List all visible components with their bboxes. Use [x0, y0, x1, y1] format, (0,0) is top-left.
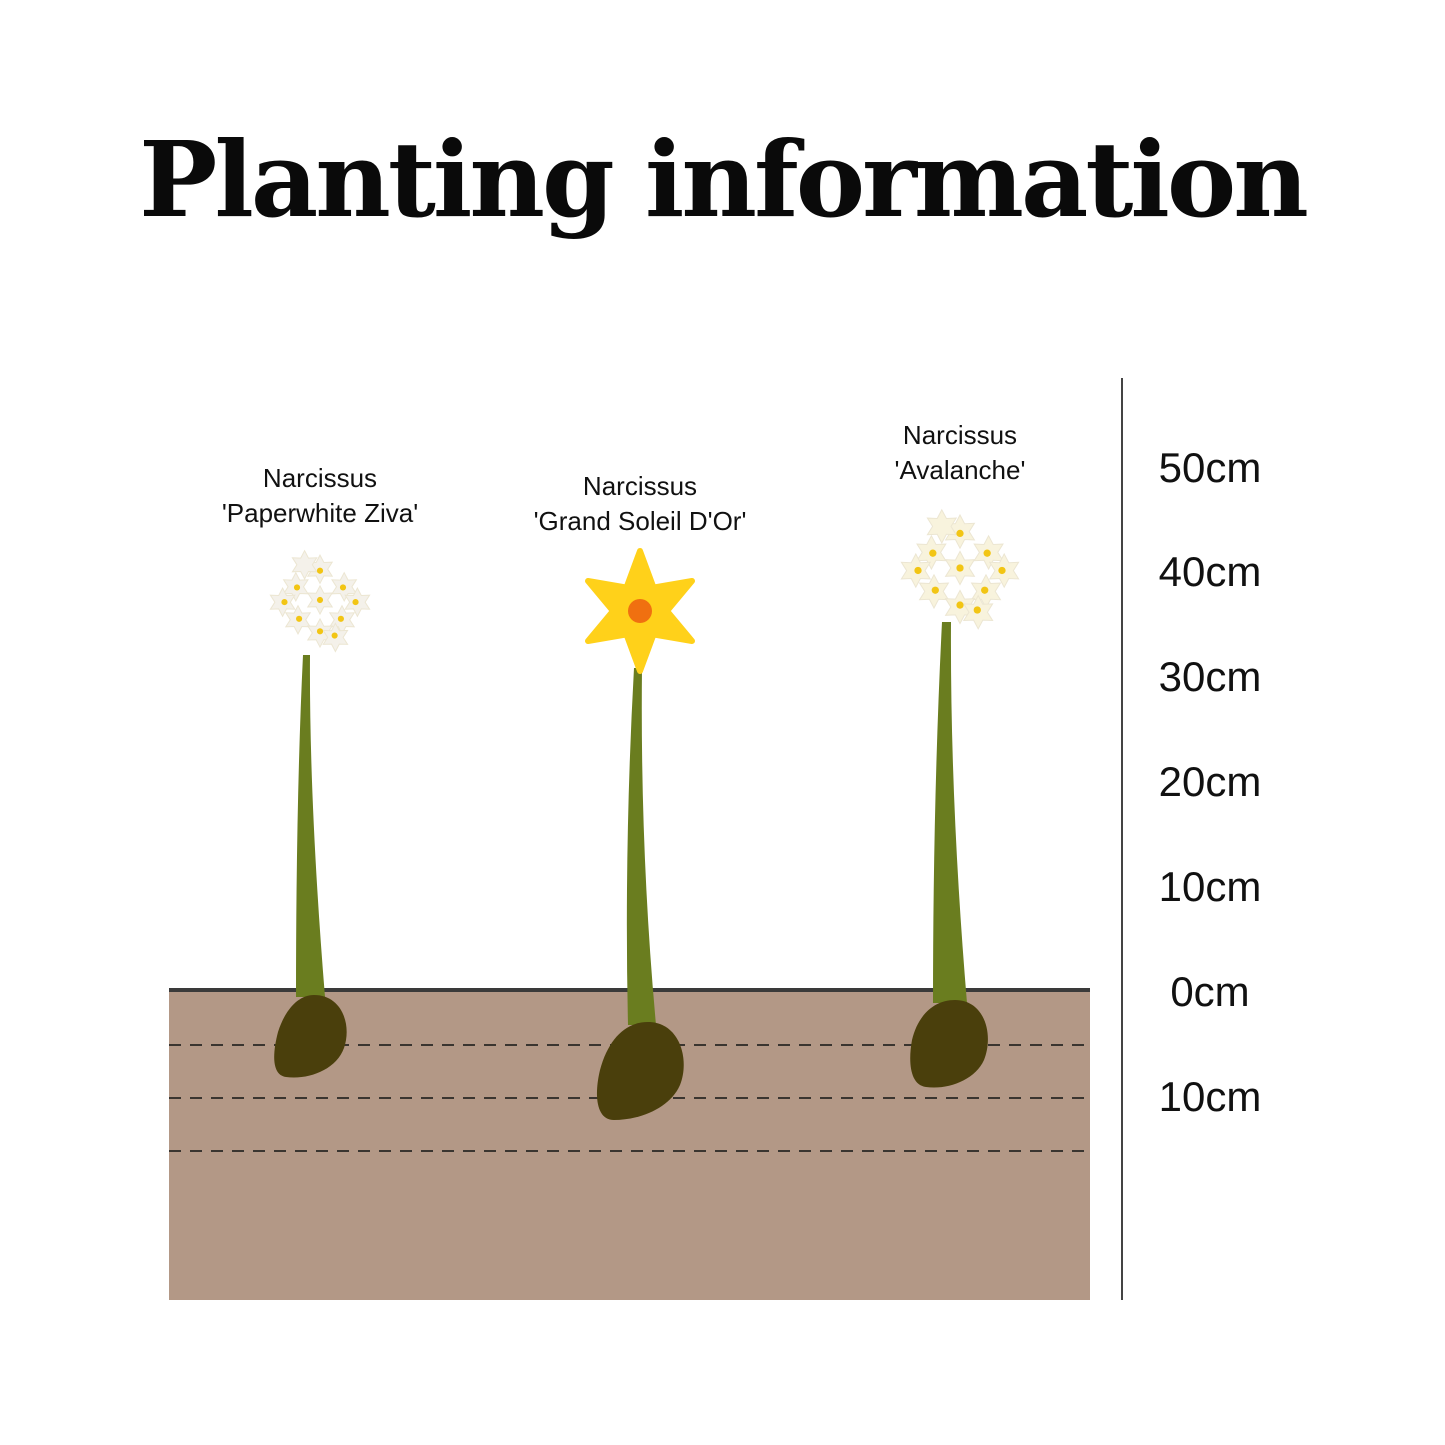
floret-center [296, 615, 303, 622]
floret-center [956, 529, 964, 538]
bulb [910, 1000, 988, 1088]
scale-label: 10cm [1159, 1073, 1262, 1120]
floret-center [983, 549, 991, 557]
floret-center [998, 566, 1006, 575]
height-scale: 50cm 40cm 30cm 20cm 10cm 0cm 10cm [1159, 444, 1262, 1120]
scale-label: 20cm [1159, 758, 1262, 805]
floret-center [956, 601, 964, 609]
stem [296, 655, 325, 997]
scale-label: 10cm [1159, 863, 1262, 910]
scale-label: 40cm [1159, 548, 1262, 595]
plant-paperwhite-ziva: Narcissus 'Paperwhite Ziva' [222, 463, 418, 1078]
floret-center [339, 584, 347, 591]
stem [933, 622, 967, 1003]
plant-avalanche: Narcissus 'Avalanche' [895, 420, 1026, 1088]
plant-genus-label: Narcissus [903, 420, 1017, 450]
floret [926, 508, 958, 545]
plant-cultivar-label: 'Avalanche' [895, 455, 1026, 485]
floret-center [973, 606, 981, 614]
floret-center [316, 596, 324, 604]
daffodil-flower [585, 548, 695, 674]
floret-center [337, 615, 344, 622]
floret-center [316, 628, 324, 635]
plant-genus-label: Narcissus [263, 463, 377, 493]
floret-center [956, 564, 964, 572]
floret-center [331, 632, 338, 639]
floret-center [352, 599, 359, 606]
plant-cultivar-label: 'Paperwhite Ziva' [222, 498, 418, 528]
floret [291, 549, 318, 580]
stem [626, 668, 656, 1025]
scale-label: 30cm [1159, 653, 1262, 700]
bulb [274, 995, 347, 1078]
floret-center [929, 549, 937, 557]
plant-grand-soleil-dor: Narcissus 'Grand Soleil D'Or' [534, 471, 747, 1120]
floret-center [293, 584, 301, 591]
floret-center [316, 567, 324, 574]
page-title: Planting information [139, 118, 1309, 241]
plant-cultivar-label: 'Grand Soleil D'Or' [534, 506, 747, 536]
plant-genus-label: Narcissus [583, 471, 697, 501]
flower-cluster [269, 549, 371, 653]
scale-label: 0cm [1170, 968, 1249, 1015]
flower-cluster [900, 508, 1020, 630]
daffodil-trumpet [628, 599, 652, 623]
floret-center [981, 586, 989, 594]
floret-center [931, 586, 939, 594]
floret-center [914, 566, 922, 575]
scale-label: 50cm [1159, 444, 1262, 491]
floret-center [281, 599, 288, 606]
bulb [596, 1022, 684, 1120]
